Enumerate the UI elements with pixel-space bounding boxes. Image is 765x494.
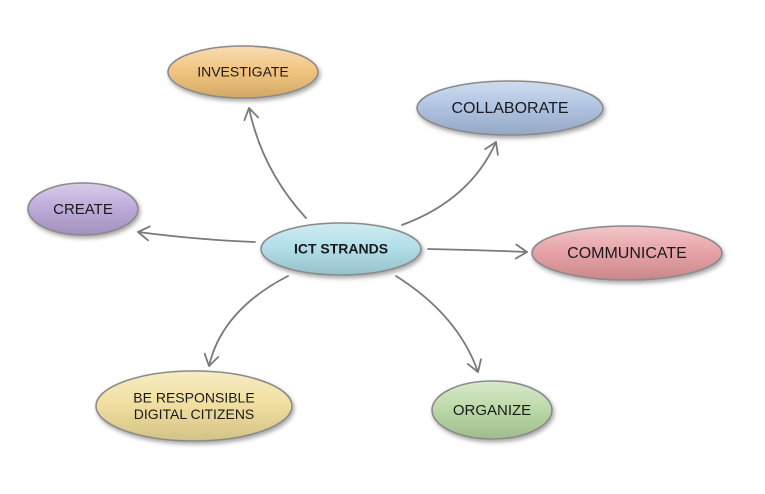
arrow-to-be-responsible: [208, 275, 289, 367]
arrow-to-collaborate: [401, 141, 497, 226]
node-collaborate-shape: [416, 80, 604, 136]
node-communicate-label: COMMUNICATE: [567, 245, 687, 262]
node-organize-label: ORGANIZE: [453, 402, 531, 419]
node-collaborate: COLLABORATE: [416, 80, 604, 136]
center-node-shape: [260, 222, 422, 276]
arrowhead-create: [137, 225, 151, 242]
arrow-to-organize: [395, 275, 479, 373]
node-communicate-shape: [531, 225, 723, 281]
node-organize-shape: [431, 380, 553, 440]
node-communicate: COMMUNICATE: [531, 225, 723, 281]
node-be-responsible-label: BE RESPONSIBLE: [133, 389, 254, 405]
node-investigate-label: INVESTIGATE: [197, 64, 289, 80]
connector-arrows: [137, 107, 528, 373]
node-create: CREATE: [27, 182, 139, 236]
arrowhead-investigate: [243, 107, 260, 122]
arrow-to-communicate: [427, 248, 528, 253]
node-organize: ORGANIZE: [431, 380, 553, 440]
node-be-responsible-label: DIGITAL CITIZENS: [134, 406, 255, 422]
node-be-responsible-shape: [95, 370, 293, 442]
arrowhead-organize: [466, 358, 482, 373]
node-investigate-shape: [167, 45, 319, 99]
arrow-to-investigate: [248, 107, 307, 219]
node-create-shape: [27, 182, 139, 236]
arrowhead-communicate: [514, 243, 528, 260]
arrowhead-be-responsible: [203, 352, 220, 367]
node-investigate: INVESTIGATE: [167, 45, 319, 99]
node-create-label: CREATE: [53, 201, 113, 218]
node-collaborate-label: COLLABORATE: [451, 100, 568, 117]
arrow-to-create: [137, 231, 256, 243]
center-node-label: ICT STRANDS: [294, 241, 388, 257]
arrowhead-collaborate: [484, 141, 499, 156]
strand-nodes: INVESTIGATE COLLABORATE CREATE COMMUNICATE O…: [27, 45, 723, 442]
center-node: ICT STRANDS: [260, 222, 422, 276]
